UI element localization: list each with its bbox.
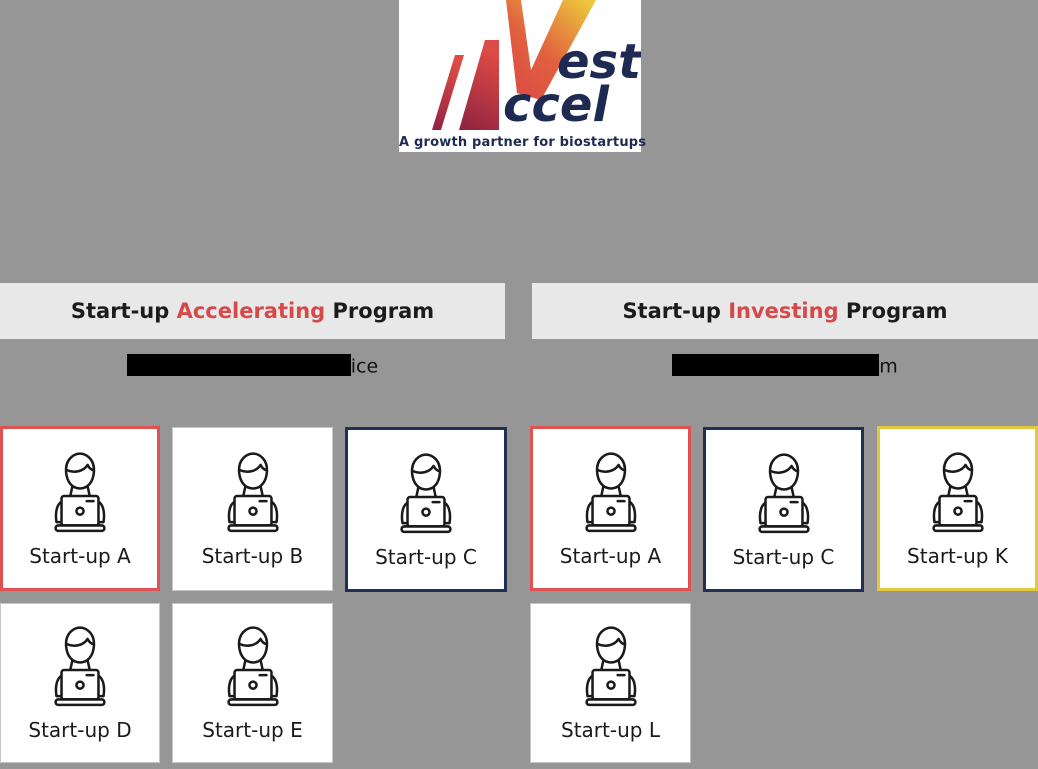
person-laptop-icon [584,626,637,707]
startup-card-label: Start-up A [29,543,131,568]
person-laptop-icon [400,452,452,533]
startup-card: Start-up C [345,427,507,592]
startup-card-label: Start-up E [202,718,303,742]
person-laptop-icon [226,452,279,533]
logo-bar-small [432,55,464,130]
header-text-prefix: Start-up [70,299,177,323]
startup-card: Start-up A [0,426,160,591]
subtitle-visible-text: m [879,355,898,378]
startup-card-label: Start-up A [559,543,662,568]
person-laptop-icon [757,452,810,533]
startup-card: Start-up B [172,427,333,591]
person-laptop-icon [931,451,984,532]
startup-card: Start-up E [172,603,333,763]
logo-word-vest: est [557,34,641,90]
startup-card-label: Start-up K [907,543,1008,568]
header-text-suffix: Program [325,299,435,323]
header-text-suffix: Program [838,299,948,323]
logo-tagline: A growth partner for biostartups [399,135,647,150]
startup-card: Start-up D [0,603,160,763]
accelvest-logo: est ccel A growth partner for biostartup… [399,0,647,152]
redacted-text-bar [672,354,880,376]
person-laptop-icon [54,626,106,707]
startup-card: Start-up A [530,426,691,591]
header-investing-program: Start-up Investing Program [532,283,1038,339]
redacted-text-bar [126,354,351,376]
header-text-prefix: Start-up [622,299,729,323]
person-laptop-icon [584,451,637,532]
header-text-highlight: Accelerating [176,299,326,323]
startup-card-label: Start-up D [28,718,132,742]
subtitle-visible-text: ice [350,355,379,378]
person-laptop-icon [54,451,106,532]
startup-card-label: Start-up C [732,544,835,569]
startup-card-label: Start-up L [561,718,660,742]
logo-checkmark [506,0,596,100]
logo-word-accel: ccel [503,77,609,130]
header-accelerating-program: Start-up Accelerating Program [0,283,505,339]
subtitle-accelerating: ice [0,351,505,381]
accelvest-logo-mark: est ccel [432,0,641,130]
startup-card-label: Start-up B [201,544,304,568]
startup-card: Start-up C [703,427,864,592]
subtitle-investing: m [532,351,1038,381]
person-laptop-icon [226,626,279,707]
startup-card: Start-up K [877,426,1038,591]
logo-bar-large [459,40,499,130]
startup-card: Start-up L [530,603,691,763]
header-text-highlight: Investing [728,299,839,323]
startup-card-label: Start-up C [375,544,477,569]
